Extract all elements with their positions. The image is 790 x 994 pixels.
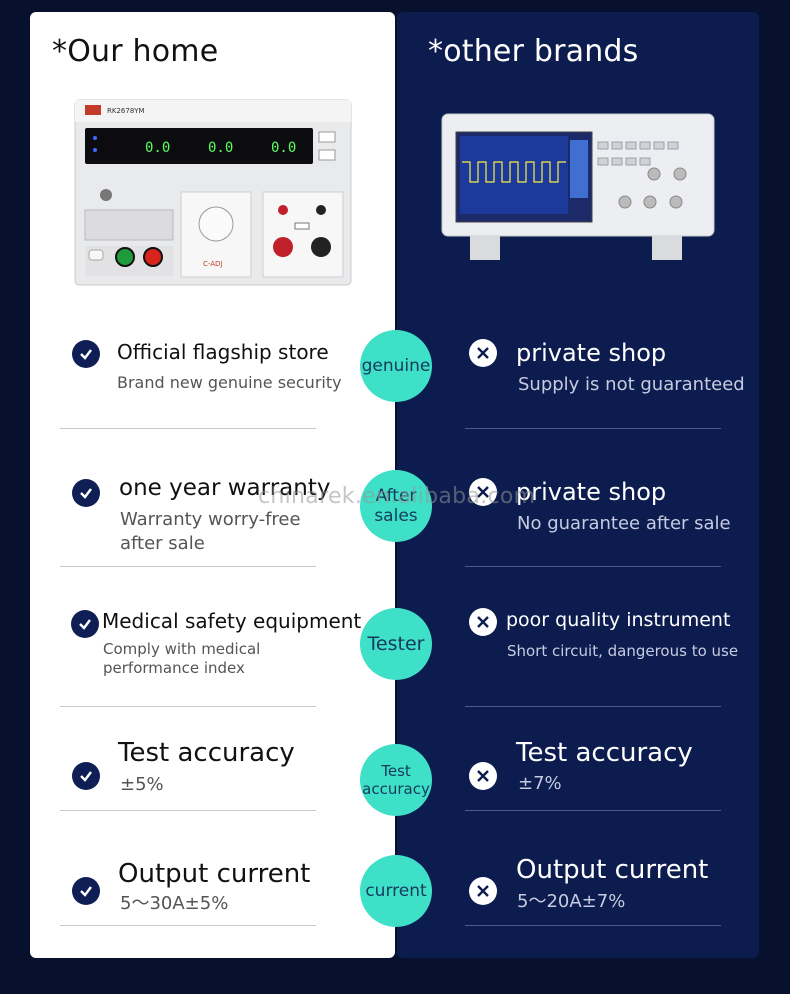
divider (60, 428, 316, 429)
left-row3-sub-1: Comply with medical (103, 640, 261, 658)
check-icon (72, 340, 100, 368)
left-row4-title: Test accuracy (118, 738, 295, 768)
other-brands-title: *other brands (428, 34, 639, 69)
divider (465, 428, 721, 429)
check-icon (72, 479, 100, 507)
cross-icon (469, 478, 497, 506)
divider (60, 706, 316, 707)
right-row3-sub: Short circuit, dangerous to use (507, 642, 739, 660)
divider (60, 810, 316, 811)
badge-genuine: genuine (360, 330, 432, 402)
right-row5-sub: 5～20A±7% (517, 891, 626, 912)
left-row3-title: Medical safety equipment (102, 609, 362, 633)
divider (60, 925, 316, 926)
left-row5-sub: 5～30A±5% (120, 893, 229, 914)
left-row5-title: Output current (118, 859, 311, 889)
left-row2-title: one year warranty (119, 475, 331, 501)
divider (465, 566, 721, 567)
check-icon (71, 610, 99, 638)
adjust-label: C-ADJ (203, 260, 223, 268)
tester-device-image: RK2678YM 0.0 0.0 0.0 C-ADJ (74, 99, 352, 286)
left-row2-sub-1: Warranty worry-free (120, 509, 301, 530)
cross-icon (469, 339, 497, 367)
right-row5-title: Output current (516, 855, 709, 885)
our-home-title: *Our home (52, 34, 219, 69)
right-row4-title: Test accuracy (516, 738, 693, 768)
left-row2-sub-2: after sale (120, 533, 205, 554)
right-row1-title: private shop (516, 339, 667, 367)
divider (465, 706, 721, 707)
display-timer: 0.0 (145, 140, 170, 156)
display-resistance: 0.0 (208, 140, 233, 156)
left-row3-sub-2: performance index (103, 659, 245, 677)
right-row1-sub: Supply is not guaranteed (518, 374, 745, 395)
right-row3-title: poor quality instrument (506, 609, 731, 631)
cross-icon (469, 762, 497, 790)
device-model: RK2678YM (107, 107, 145, 115)
right-row2-sub: No guarantee after sale (517, 513, 731, 534)
left-row1-sub: Brand new genuine security (117, 373, 342, 392)
check-icon (72, 762, 100, 790)
divider (60, 566, 316, 567)
right-row4-sub: ±7% (518, 773, 562, 794)
badge-test-accuracy: Test accuracy (360, 744, 432, 816)
left-row4-sub: ±5% (120, 774, 164, 795)
badge-current: current (360, 855, 432, 927)
badge-after-sales: After sales (360, 470, 432, 542)
cross-icon (469, 877, 497, 905)
badge-tester: Tester (360, 608, 432, 680)
left-row1-title: Official flagship store (117, 340, 329, 364)
oscilloscope-device-image (441, 113, 715, 260)
check-icon (72, 877, 100, 905)
right-row2-title: private shop (516, 478, 667, 506)
cross-icon (469, 608, 497, 636)
divider (465, 810, 721, 811)
divider (465, 925, 721, 926)
display-current: 0.0 (271, 140, 296, 156)
